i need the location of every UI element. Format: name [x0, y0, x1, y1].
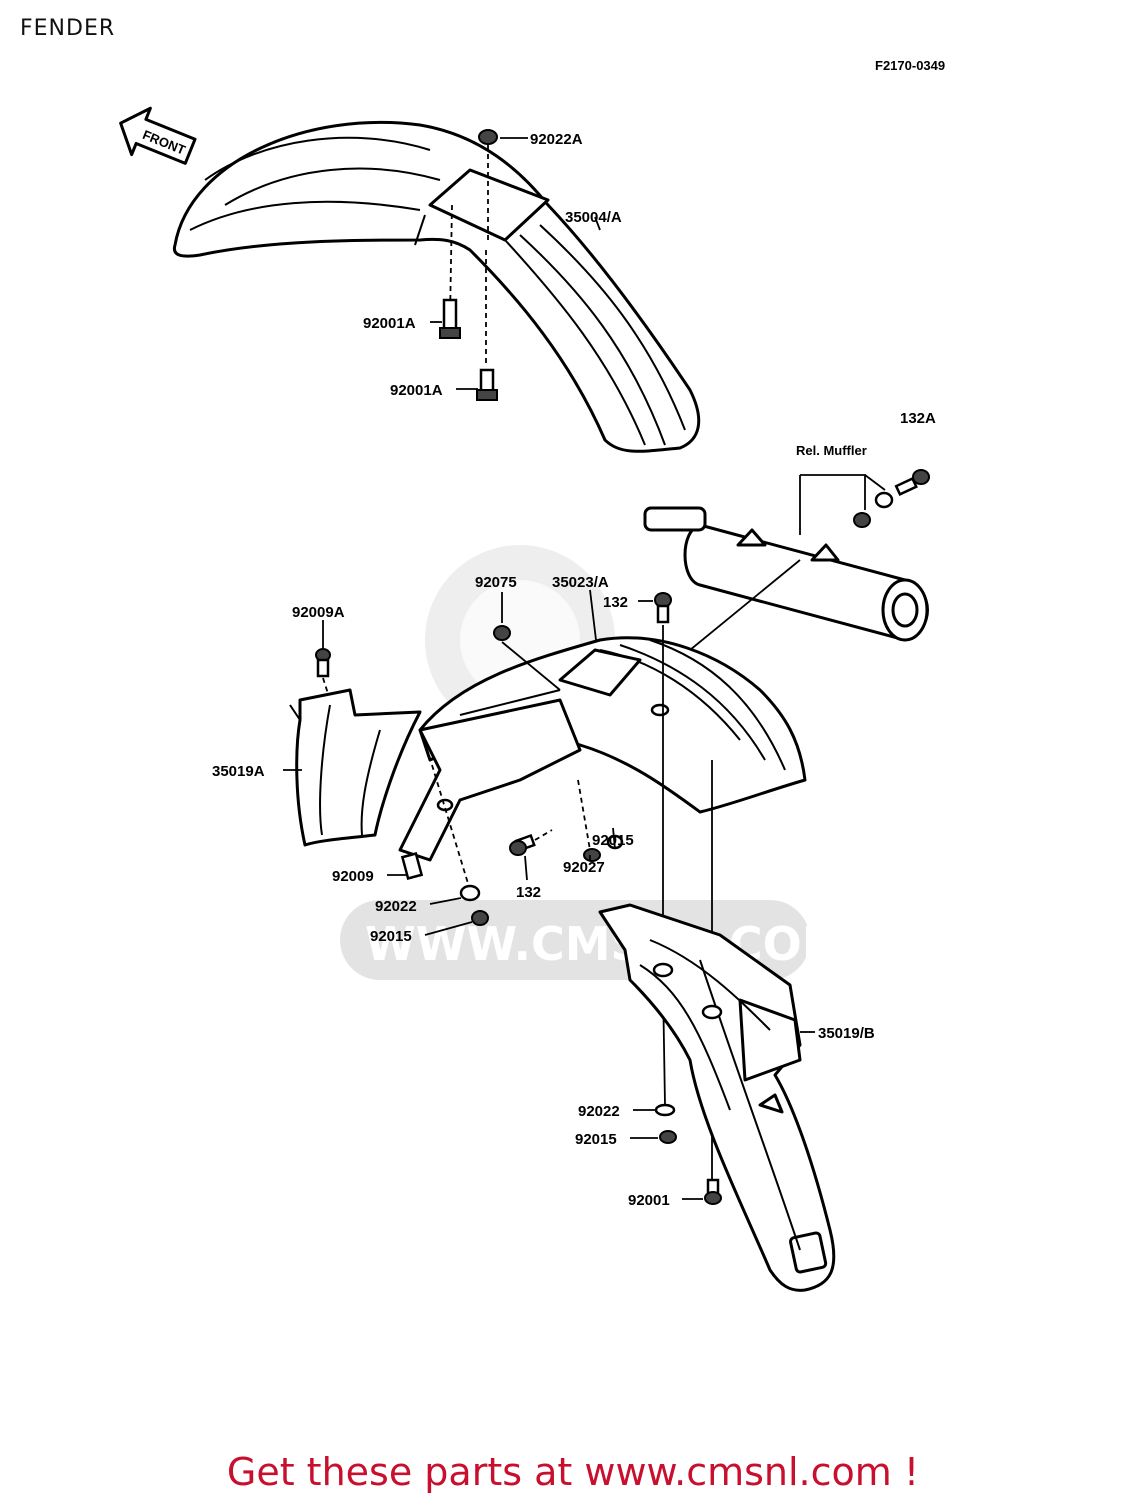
nut-92015-left-icon	[471, 910, 489, 926]
bolt-92001A-lower-icon	[476, 368, 498, 401]
label-92015-mid: 92015	[592, 832, 634, 849]
washer-92022-icon	[459, 884, 481, 902]
rear-flap-hardware	[654, 1103, 722, 1205]
footer-link[interactable]: Get these parts at www.cmsnl.com !	[226, 1450, 920, 1494]
bolt-92001-icon	[704, 1178, 722, 1205]
page-title: FENDER	[20, 16, 116, 41]
label-92015-left: 92015	[370, 928, 412, 945]
label-132A: 132A	[900, 410, 936, 427]
nut-92015-lower-icon	[659, 1130, 677, 1144]
bolt-92001A-upper-icon	[439, 298, 461, 339]
label-92009: 92009	[332, 868, 374, 885]
muffler-reference	[643, 469, 930, 642]
label-35019A: 35019A	[212, 763, 265, 780]
label-92022-lower: 92022	[578, 1103, 620, 1120]
label-35023A: 35023/A	[552, 574, 609, 591]
bolt-92009A-icon	[315, 648, 331, 678]
rear-fender-hardware	[315, 559, 801, 1180]
label-92075: 92075	[475, 574, 517, 591]
label-132-top: 132	[603, 594, 628, 611]
side-flap-35019A	[289, 688, 422, 847]
bolt-132A-icon	[894, 469, 930, 496]
label-132-mid: 132	[516, 884, 541, 901]
label-92009A: 92009A	[292, 604, 345, 621]
bolt-132-mid-icon	[509, 833, 536, 856]
rear-fender	[398, 636, 807, 862]
screw-92009-icon	[400, 852, 424, 880]
front-fender-hardware	[439, 129, 498, 401]
grommet-muffler-icon	[853, 512, 871, 528]
bolt-132-top-icon	[654, 592, 672, 624]
label-35019B: 35019/B	[818, 1025, 875, 1042]
rear-flap-35019B	[598, 903, 836, 1292]
nut-92027-icon	[583, 848, 601, 862]
washer-92022-lower-icon	[654, 1103, 676, 1117]
nut-92022A-icon	[478, 129, 498, 145]
front-fender	[172, 120, 701, 453]
label-92001A-lower: 92001A	[390, 382, 443, 399]
diagram-code: F2170-0349	[875, 58, 945, 73]
front-arrow-icon: FRONT	[119, 106, 197, 165]
label-92001A-upper: 92001A	[363, 315, 416, 332]
label-rel-muffler: Rel. Muffler	[796, 443, 867, 458]
label-92022A: 92022A	[530, 131, 583, 148]
label-92027: 92027	[563, 859, 605, 876]
label-35004A: 35004/A	[565, 209, 622, 226]
label-92001: 92001	[628, 1192, 670, 1209]
grommet-92075-icon	[493, 625, 511, 641]
watermark-text: WWW.CMSNL.COM	[365, 917, 848, 971]
label-92022: 92022	[375, 898, 417, 915]
label-92015-lower: 92015	[575, 1131, 617, 1148]
